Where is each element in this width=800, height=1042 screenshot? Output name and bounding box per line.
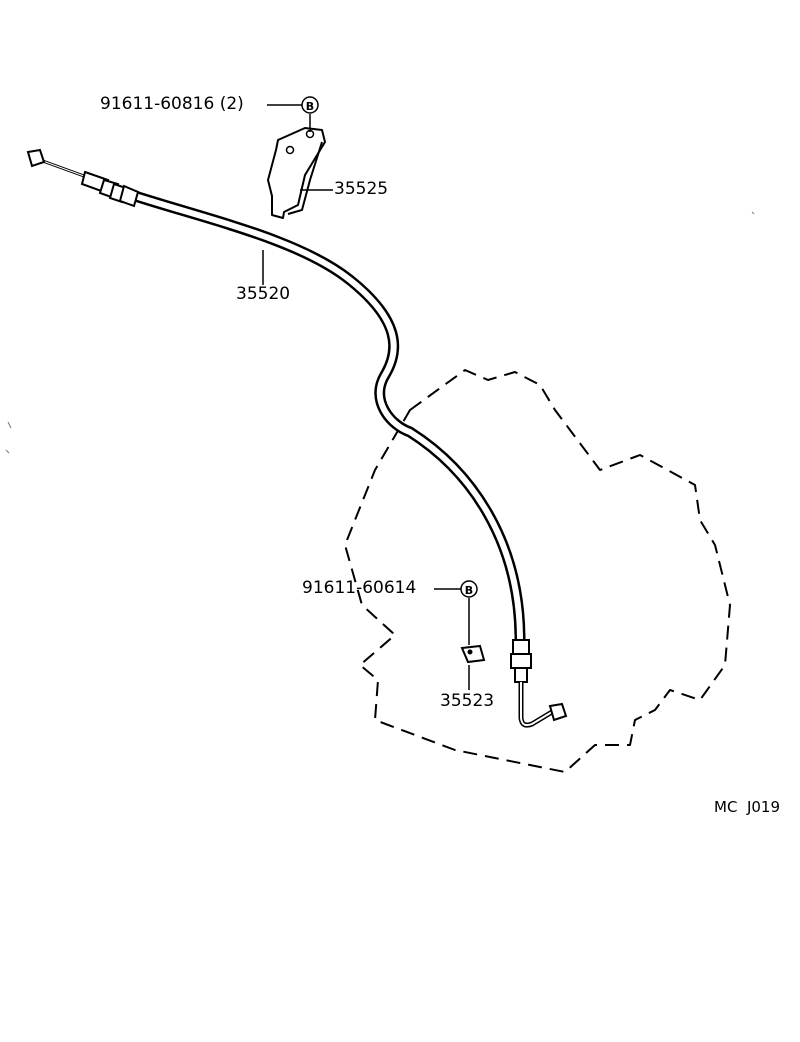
callout-bolt-lower: 91611-60614: [302, 578, 417, 598]
leader-lines: [262, 104, 470, 690]
transmission-outline: [344, 369, 731, 773]
upper-bracket: [267, 127, 326, 219]
callout-cable: 35520: [236, 284, 291, 304]
lower-bracket: [460, 644, 486, 664]
cable-upper-end: [26, 148, 140, 208]
bolt-marker-lower-symbol: B: [465, 584, 473, 597]
scan-marks: [5, 211, 755, 454]
cable-lower-end: [510, 639, 568, 728]
bolt-marker-upper-symbol: B: [306, 100, 314, 113]
callout-bolt-upper: 91611-60816 (2): [100, 94, 244, 114]
callout-bracket-upper: 35525: [334, 179, 389, 199]
bolt-marker-upper: B: [301, 96, 319, 114]
bolt-marker-lower: B: [460, 580, 478, 598]
callout-bracket-lower: 35523: [440, 691, 495, 711]
figure-code: MC J019: [714, 798, 781, 816]
transmission-cable: [129, 190, 526, 646]
